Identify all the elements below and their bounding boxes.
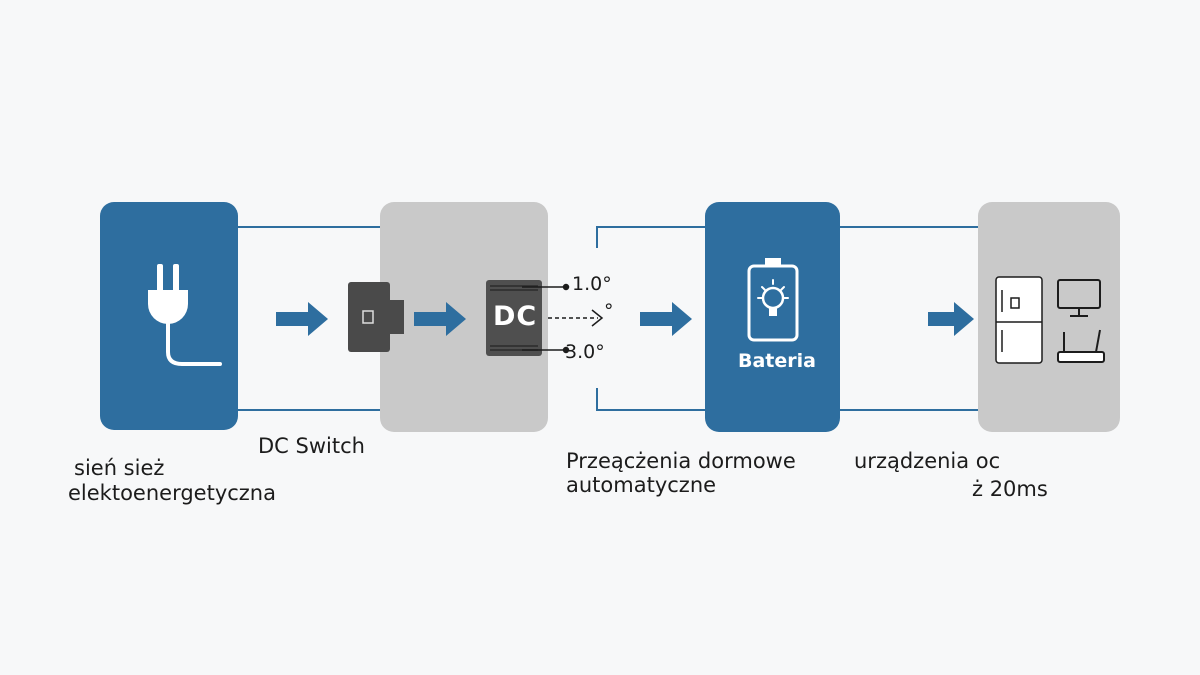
output-bottom-value: 3.0° bbox=[565, 341, 605, 363]
battery-label: Bateria bbox=[738, 350, 816, 372]
grid-box bbox=[100, 202, 238, 430]
grid-label-line1: sień sież bbox=[74, 456, 165, 480]
appliance-icons bbox=[995, 276, 1105, 364]
battery-box: Bateria bbox=[705, 202, 840, 432]
dc-module-label: DC bbox=[493, 301, 538, 332]
plug-icon bbox=[148, 264, 222, 366]
transfer-label-line2: automatyczne bbox=[566, 473, 717, 497]
connector-top-2 bbox=[596, 226, 705, 248]
output-mid-value: ° bbox=[604, 300, 614, 322]
fridge-icon bbox=[995, 276, 1043, 364]
connector-bottom-2 bbox=[596, 388, 705, 411]
transfer-label-line1: Przeącżenia dormowe bbox=[566, 449, 796, 473]
appliances-label-line2: ż 20ms bbox=[972, 477, 1048, 501]
monitor-icon bbox=[1057, 279, 1101, 317]
battery-bulb-icon bbox=[747, 258, 799, 342]
switch-label: DC Switch bbox=[258, 434, 365, 458]
appliances-label-line1: urządzenia oc bbox=[854, 449, 1001, 473]
appliances-box bbox=[978, 202, 1120, 432]
grid-label-line2: elektoenergetyczna bbox=[68, 481, 276, 505]
router-icon bbox=[1057, 329, 1105, 363]
output-top-value: 1.0° bbox=[572, 273, 612, 295]
